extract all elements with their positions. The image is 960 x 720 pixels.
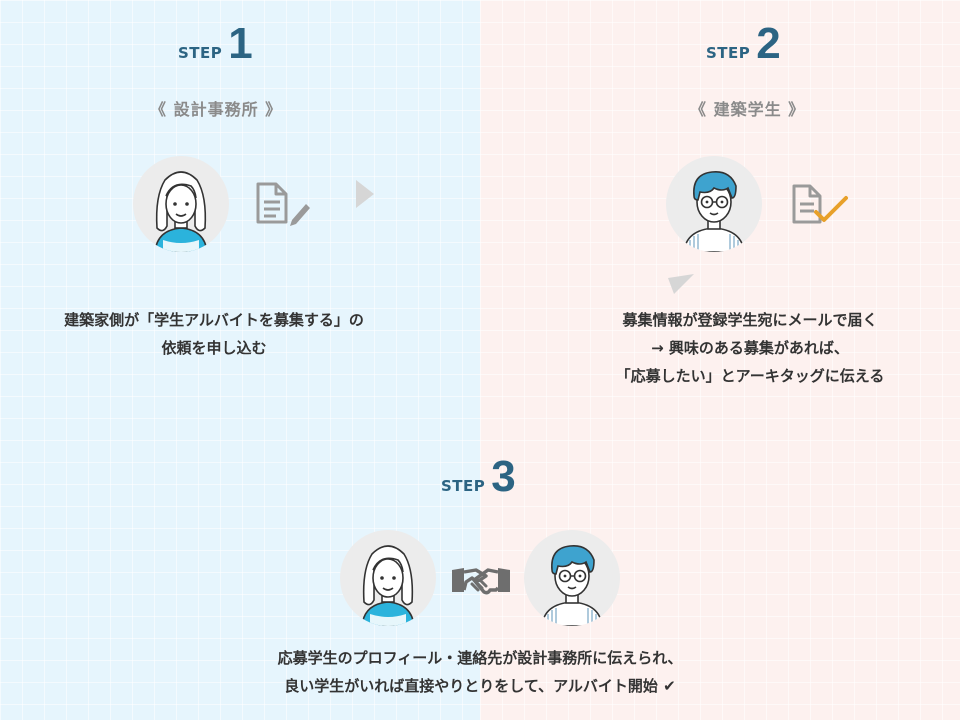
step3-desc-line2: 良い学生がいれば直接やりとりをして、アルバイト開始 ✔ [284,677,676,695]
step3-label: STEP [441,477,486,495]
step1-label: STEP [178,44,223,62]
step3-heading: STEP 3 [441,455,516,499]
handshake-icon [450,562,512,606]
step2-label: STEP [706,44,751,62]
step2-desc-line3: 「応募したい」とアーキタッグに伝える [615,367,885,385]
architect-panel-background [0,0,480,720]
arrow-right-icon [354,178,376,214]
step2-desc-line1: 募集情報が登録学生宛にメールで届く [622,311,878,329]
document-check-icon [790,182,852,232]
step1-role: 《 設計事務所 》 [150,100,283,119]
step2-desc-line2: → 興味のある募集があれば、 [651,339,849,357]
step1-desc-line2: 依頼を申し込む [161,339,267,357]
step1-desc-line1: 建築家側が「学生アルバイトを募集する」の [64,311,364,329]
step1-description: 建築家側が「学生アルバイトを募集する」の 依頼を申し込む [34,306,394,362]
student-avatar [666,156,762,252]
architect-avatar [133,156,229,252]
step2-number: 2 [756,19,781,68]
step3-number: 3 [491,452,516,501]
document-edit-icon [254,180,314,232]
step3-desc-line1: 応募学生のプロフィール・連絡先が設計事務所に伝えられ、 [277,649,683,667]
arrow-down-left-icon [666,272,696,302]
student-avatar-step3 [524,530,620,626]
step1-number: 1 [228,19,253,68]
architect-avatar-step3 [340,530,436,626]
step2-heading: STEP 2 [706,22,781,66]
step1-heading: STEP 1 [178,22,253,66]
step3-description: 応募学生のプロフィール・連絡先が設計事務所に伝えられ、 良い学生がいれば直接やり… [180,644,780,700]
step2-description: 募集情報が登録学生宛にメールで届く → 興味のある募集があれば、 「応募したい」… [560,306,940,390]
step2-role: 《 建築学生 》 [690,100,806,119]
